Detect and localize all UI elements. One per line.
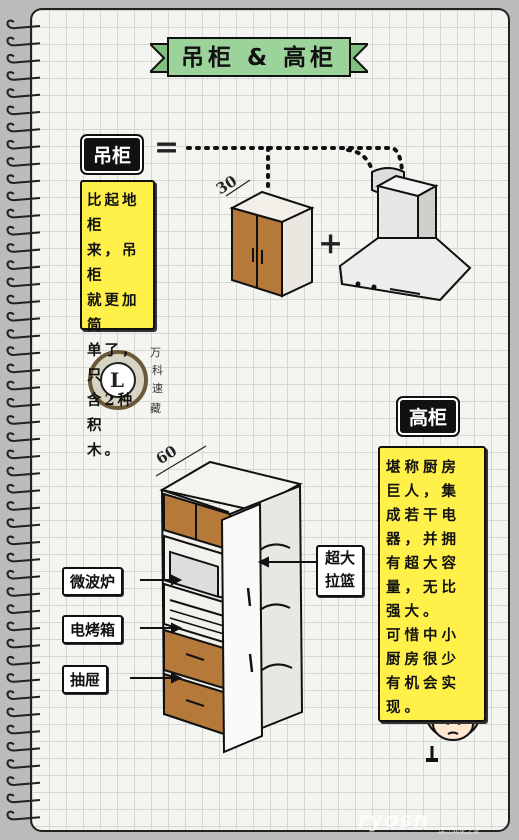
wall-cabinet-label: 吊柜 bbox=[82, 136, 143, 173]
note-line: 成若干电 bbox=[386, 507, 460, 524]
watermark-sub: 瑞江网家之家 bbox=[438, 827, 480, 835]
page-title: 吊柜 & 高柜 bbox=[180, 45, 338, 71]
watermark-brand: ryosn bbox=[358, 808, 429, 832]
wall-cabinet-note: 比起地柜 来，吊柜 就更加简 单了，只 含2种积 木。 bbox=[80, 180, 155, 459]
note-line: 可惜中小 bbox=[386, 627, 460, 644]
tall-cabinet-note: 堪称厨房 巨人，集 成若干电 器，并拥 有超大容 量，无比 强大。 可惜中小 厨… bbox=[378, 446, 486, 722]
note-line: 器，并拥 bbox=[386, 531, 460, 548]
note-line: 巨人，集 bbox=[386, 483, 460, 500]
note-line: 厨房很少 bbox=[386, 651, 460, 668]
oven-callout: 电烤箱 bbox=[62, 615, 124, 644]
drawer-callout: 抽屉 bbox=[62, 665, 109, 694]
note-line: 量，无比 bbox=[386, 579, 460, 596]
stamp-char: 科 bbox=[152, 364, 163, 377]
stamp-char: 藏 bbox=[150, 402, 161, 415]
note-line: 强大。 bbox=[386, 603, 442, 620]
note-line: 有机会实 bbox=[386, 675, 460, 692]
note-line: 有超大容 bbox=[386, 555, 460, 572]
note-line: 来，吊柜 bbox=[87, 242, 140, 284]
note-line: 含2种积 bbox=[87, 392, 136, 434]
microwave-callout: 微波炉 bbox=[62, 567, 124, 596]
note-line: 现。 bbox=[386, 699, 423, 716]
note-line: 木。 bbox=[87, 442, 122, 459]
note-line: 比起地柜 bbox=[87, 192, 140, 234]
plus-sign: + bbox=[318, 226, 344, 261]
tall-cabinet-label: 高柜 bbox=[398, 398, 459, 435]
pullout-basket-callout: 超大 拉篮 bbox=[316, 545, 364, 597]
note-line: 堪称厨房 bbox=[386, 459, 460, 476]
title-banner bbox=[150, 37, 368, 77]
stamp-letter: L bbox=[110, 368, 125, 392]
callout-line: 拉篮 bbox=[324, 572, 355, 590]
equals-sign: = bbox=[154, 130, 180, 165]
note-line: 就更加简 bbox=[87, 292, 140, 334]
stamp-char: 万 bbox=[150, 346, 161, 359]
callout-line: 超大 bbox=[324, 549, 355, 567]
note-line: 单了，只 bbox=[87, 342, 140, 384]
stamp-char: 速 bbox=[152, 382, 163, 395]
